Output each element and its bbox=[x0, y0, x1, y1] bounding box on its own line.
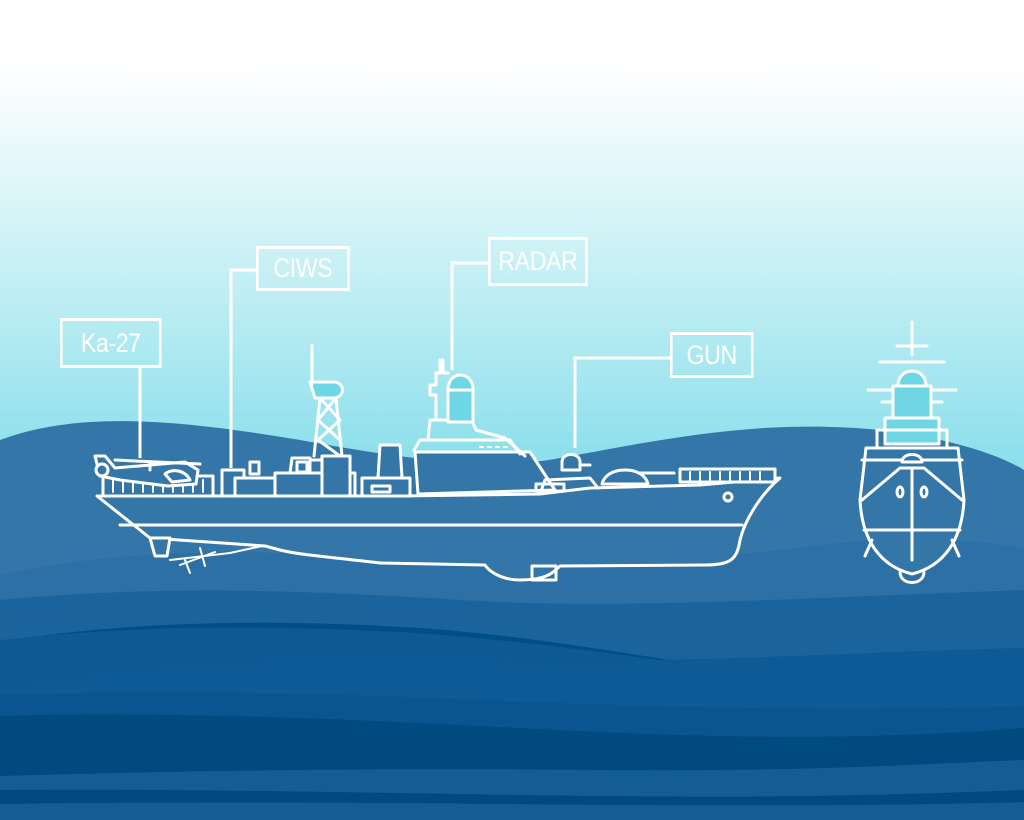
radar-leader-line bbox=[450, 261, 488, 370]
funnel-base-1 bbox=[295, 460, 309, 474]
mid-deckhouse-window bbox=[370, 484, 392, 494]
front-bridge bbox=[891, 384, 933, 420]
ciws-mount bbox=[248, 460, 261, 476]
gun-deck-windows bbox=[534, 482, 566, 493]
front-hawse-right bbox=[919, 485, 929, 499]
radar-dome bbox=[446, 373, 475, 392]
radar-tower bbox=[446, 386, 475, 424]
main-gun-turret bbox=[560, 453, 582, 472]
callout-ciws: CIWS bbox=[256, 246, 350, 291]
front-bow-breakwater bbox=[900, 453, 924, 464]
destroyer-front-view bbox=[858, 320, 966, 584]
callout-gun: GUN bbox=[670, 332, 754, 378]
wave-layer-10 bbox=[0, 789, 1024, 806]
front-stabilizer-right bbox=[950, 538, 961, 558]
front-stabilizer-left bbox=[863, 538, 874, 558]
ciws-leader-line bbox=[229, 268, 256, 468]
ka27-helicopter bbox=[93, 454, 202, 488]
callout-gun-text: GUN bbox=[686, 339, 738, 370]
funnel-base-2 bbox=[308, 458, 324, 475]
callout-radar-text: RADAR bbox=[498, 246, 578, 276]
callout-ciws-text: CIWS bbox=[273, 253, 333, 283]
forward-launcher bbox=[600, 468, 650, 486]
keel-sonar-dome bbox=[530, 564, 558, 582]
anchor-hawsepipe bbox=[722, 491, 734, 503]
callout-ka27: Ka-27 bbox=[60, 318, 162, 368]
towed-array bbox=[169, 545, 263, 574]
destroyer-side-view bbox=[93, 343, 782, 582]
bow-rail-posts bbox=[689, 471, 761, 481]
bow-rail bbox=[678, 467, 777, 484]
stern-rail-posts bbox=[112, 479, 204, 493]
gun-leader-line bbox=[573, 356, 670, 448]
front-sonar-dome bbox=[898, 570, 926, 584]
callout-leader-lines bbox=[138, 261, 670, 468]
callout-ka27-text: Ka-27 bbox=[80, 327, 141, 358]
lattice-mast bbox=[308, 343, 352, 498]
callout-radar: RADAR bbox=[488, 237, 588, 286]
mid-funnel bbox=[376, 443, 404, 480]
front-hawse-left bbox=[895, 485, 905, 499]
main-mast bbox=[428, 358, 450, 422]
hull-outline bbox=[95, 476, 782, 582]
main-superstructure bbox=[413, 450, 557, 496]
gun-deck-step bbox=[538, 476, 600, 496]
front-radar-dome bbox=[896, 369, 928, 388]
sonar-housing bbox=[148, 536, 172, 558]
